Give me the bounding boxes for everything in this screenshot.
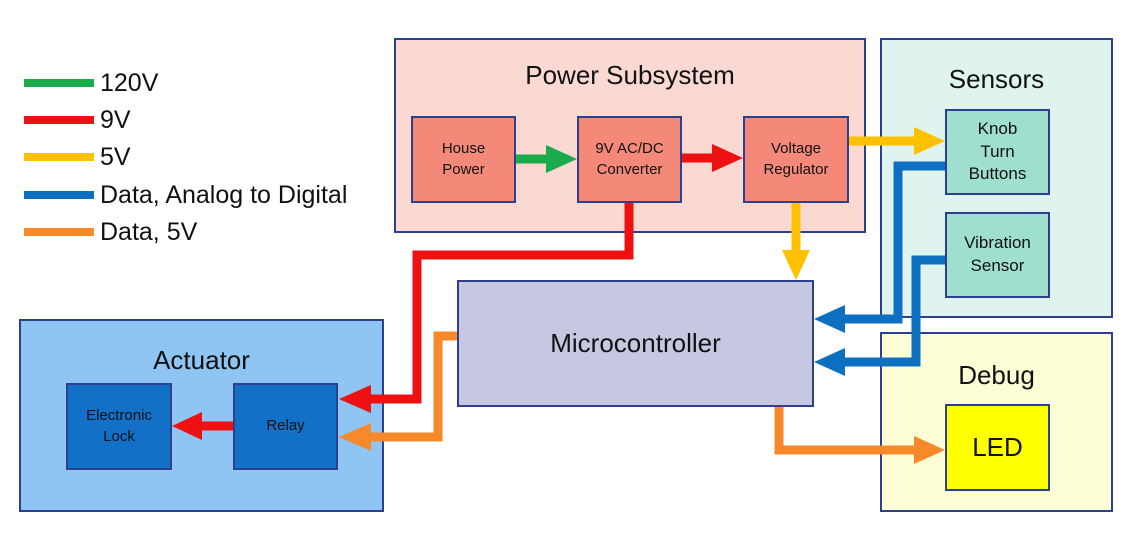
wire-data-knob-to-micro — [814, 161, 945, 333]
legend-label: 120V — [100, 69, 159, 97]
wire-9v-relay-to-lock — [172, 412, 233, 440]
converter-block: 9V AC/DC Converter — [577, 116, 682, 203]
legend-swatch-5v — [24, 153, 94, 161]
legend-swatch-9v — [24, 116, 94, 124]
knob-turn-buttons-block: Knob Turn Buttons — [945, 109, 1050, 195]
vibration-sensor-block: Vibration Sensor — [945, 212, 1050, 298]
legend-label: Data, Analog to Digital — [100, 181, 348, 209]
actuator-title: Actuator — [153, 345, 250, 375]
led-block: LED — [945, 404, 1050, 491]
legend-swatch-data-analog — [24, 191, 94, 199]
wire-5v-regulator-to-micro — [782, 203, 810, 280]
wire-9v-converter-to-regulator — [682, 144, 743, 172]
legend-swatch-data-5v — [24, 228, 94, 236]
electronic-lock-block: Electronic Lock — [66, 383, 172, 470]
wire-5v-regulator-to-knob — [849, 127, 945, 155]
relay-block: Relay — [233, 383, 338, 470]
wire-data5v-micro-to-relay — [339, 331, 457, 451]
legend-label: Data, 5V — [100, 218, 198, 246]
debug-title: Debug — [958, 360, 1035, 390]
sensors-title: Sensors — [948, 64, 1045, 94]
power-subsystem-title: Power Subsystem — [525, 60, 735, 90]
legend-label: 9V — [100, 106, 131, 134]
voltage-regulator-block: Voltage Regulator — [743, 116, 849, 203]
wire-120v-house-to-converter — [516, 145, 577, 173]
microcontroller-block: Microcontroller — [457, 280, 814, 407]
legend-label: 5V — [100, 143, 131, 171]
wire-9v-converter-to-relay — [339, 203, 634, 413]
house-power-block: House Power — [411, 116, 516, 203]
legend-swatch-120v — [24, 79, 94, 87]
wire-data5v-micro-to-led — [774, 407, 945, 464]
wire-data-vibration-to-micro — [814, 255, 945, 376]
